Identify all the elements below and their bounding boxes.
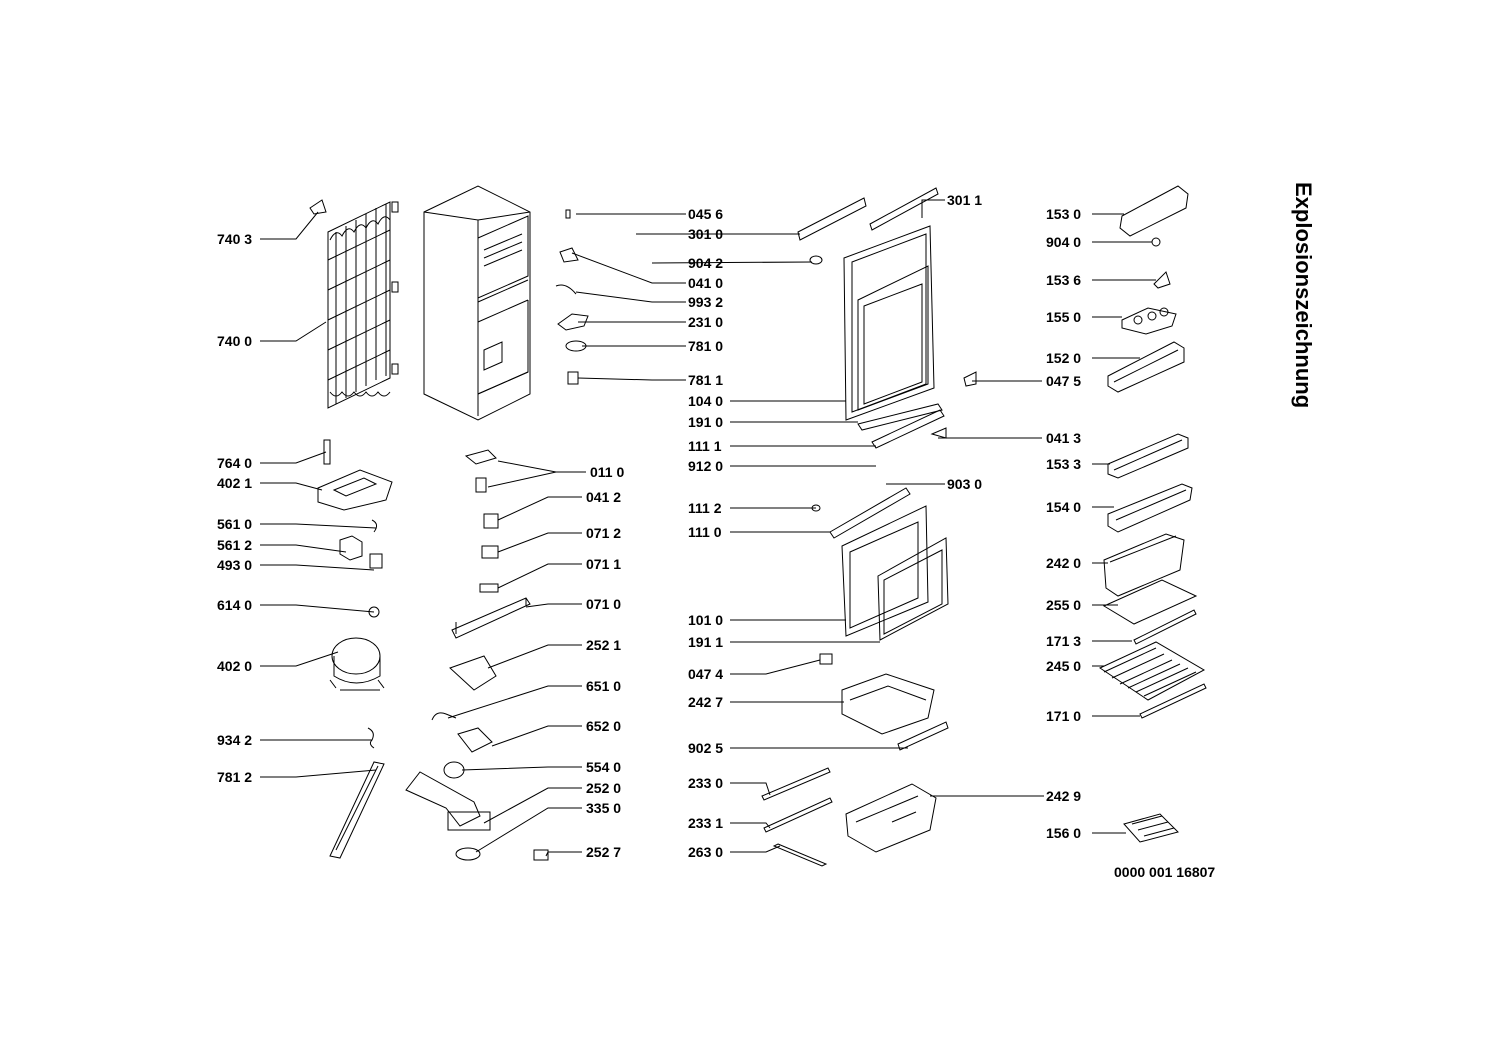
part-label-231-0: 231 0 <box>688 314 724 330</box>
part-label-191-0: 191 0 <box>688 414 724 430</box>
part-label-781-2: 781 2 <box>217 769 253 785</box>
part-label-903-0: 903 0 <box>947 476 983 492</box>
part-label-104-0: 104 0 <box>688 393 724 409</box>
small-parts-center <box>555 209 589 385</box>
small-parts-left <box>317 439 393 859</box>
part-label-781-1: 781 1 <box>688 372 724 388</box>
part-label-651-0: 651 0 <box>586 678 622 694</box>
part-label-561-0: 561 0 <box>217 516 253 532</box>
document-number: 0000 001 16807 <box>1114 864 1216 880</box>
condenser-assembly <box>309 199 399 409</box>
part-label-252-7: 252 7 <box>586 844 622 860</box>
part-label-155-0: 155 0 <box>1046 309 1082 325</box>
part-label-111-2: 111 2 <box>688 500 722 516</box>
part-label-171-0: 171 0 <box>1046 708 1082 724</box>
part-label-071-2: 071 2 <box>586 525 622 541</box>
part-label-071-0: 071 0 <box>586 596 622 612</box>
part-label-011-0: 011 0 <box>590 464 625 480</box>
part-label-263-0: 263 0 <box>688 844 724 860</box>
part-label-614-0: 614 0 <box>217 597 253 613</box>
part-label-252-0: 252 0 <box>586 780 622 796</box>
part-label-156-0: 156 0 <box>1046 825 1082 841</box>
part-label-045-6: 045 6 <box>688 206 724 222</box>
part-label-902-5: 902 5 <box>688 740 724 756</box>
part-label-402-1: 402 1 <box>217 475 253 491</box>
cabinet <box>423 185 531 421</box>
part-label-171-3: 171 3 <box>1046 633 1082 649</box>
part-label-561-2: 561 2 <box>217 537 253 553</box>
part-label-041-3: 041 3 <box>1046 430 1082 446</box>
part-label-071-1: 071 1 <box>586 556 622 572</box>
leader-lines <box>260 199 1156 857</box>
part-label-301-1: 301 1 <box>947 192 983 208</box>
part-label-111-1: 111 1 <box>688 438 722 454</box>
part-label-233-0: 233 0 <box>688 775 724 791</box>
part-label-242-0: 242 0 <box>1046 555 1082 571</box>
part-label-153-3: 153 3 <box>1046 456 1082 472</box>
part-label-245-0: 245 0 <box>1046 658 1082 674</box>
part-label-153-6: 153 6 <box>1046 272 1082 288</box>
part-label-912-0: 912 0 <box>688 458 724 474</box>
part-label-934-2: 934 2 <box>217 732 253 748</box>
part-label-153-0: 153 0 <box>1046 206 1082 222</box>
part-label-402-0: 402 0 <box>217 658 253 674</box>
part-label-993-2: 993 2 <box>688 294 724 310</box>
part-label-047-4: 047 4 <box>688 666 724 682</box>
part-label-047-5: 047 5 <box>1046 373 1082 389</box>
part-label-101-0: 101 0 <box>688 612 724 628</box>
part-label-111-0: 111 0 <box>688 524 722 540</box>
part-label-233-1: 233 1 <box>688 815 724 831</box>
part-label-191-1: 191 1 <box>688 634 724 650</box>
part-label-242-7: 242 7 <box>688 694 724 710</box>
part-label-904-2: 904 2 <box>688 255 724 271</box>
part-label-242-9: 242 9 <box>1046 788 1082 804</box>
part-label-652-0: 652 0 <box>586 718 622 734</box>
upper-door <box>797 187 947 449</box>
part-label-764-0: 764 0 <box>217 455 253 471</box>
part-label-493-0: 493 0 <box>217 557 253 573</box>
part-label-041-2: 041 2 <box>586 489 622 505</box>
part-label-041-0: 041 0 <box>688 275 724 291</box>
part-label-740-3: 740 3 <box>217 231 253 247</box>
part-label-154-0: 154 0 <box>1046 499 1082 515</box>
part-label-252-1: 252 1 <box>586 637 622 653</box>
drawing-title: Explosionszeichnung <box>1291 182 1316 409</box>
part-label-740-0: 740 0 <box>217 333 253 349</box>
door-shelves <box>963 185 1207 843</box>
part-label-335-0: 335 0 <box>586 800 622 816</box>
small-parts-middle <box>405 449 549 861</box>
part-label-152-0: 152 0 <box>1046 350 1082 366</box>
part-label-904-0: 904 0 <box>1046 234 1082 250</box>
part-label-781-0: 781 0 <box>688 338 724 354</box>
part-label-255-0: 255 0 <box>1046 597 1082 613</box>
part-label-301-0: 301 0 <box>688 226 724 242</box>
part-label-554-0: 554 0 <box>586 759 622 775</box>
lower-door <box>761 487 949 867</box>
